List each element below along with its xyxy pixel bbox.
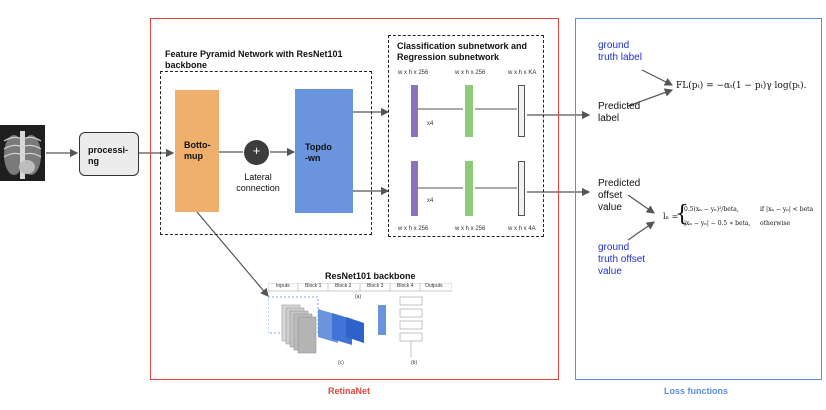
class-layer-purple (411, 85, 418, 137)
processing-label: processi- ng (88, 145, 129, 166)
backbone-stage-1: Inputs (276, 283, 290, 289)
class-layer-green (465, 85, 473, 137)
ground-truth-offset-value: ground truth offset value (598, 242, 646, 277)
smooth-l1-case2: |xₙ − yₙ| − 0.5 ∗ beta, (684, 220, 751, 227)
class-repeat: x4 (427, 121, 434, 127)
bottom-dim-3: w x h x 4A (508, 226, 536, 232)
reg-layer-green (465, 161, 473, 216)
focal-loss-formula: FL(pₜ) = −αₜ(1 − pₜ)γ log(pₜ). (676, 81, 807, 91)
smooth-l1-brace: { (675, 202, 689, 227)
backbone-caption-b: (b) (411, 360, 418, 366)
lateral-connection-label: Lateral connection (236, 172, 280, 193)
chest-xray-image (0, 125, 45, 181)
top-down-label: Topdo -wn (305, 142, 332, 163)
backbone-stage-5: Block 4 (397, 283, 414, 289)
bottom-dim-1: w x h x 256 (398, 226, 429, 232)
backbone-caption-c: (c) (338, 360, 344, 366)
backbone-figure (267, 282, 453, 369)
smooth-l1-cond1: if |xₙ − yₙ| < beta (760, 206, 814, 213)
fpn-container (160, 71, 372, 235)
smooth-l1-case1: 0.5(xₙ − yₙ)²/beta, (684, 206, 739, 213)
top-dim-1: w x h x 256 (398, 70, 429, 76)
loss-label: Loss functions (664, 386, 729, 396)
class-layer-output (518, 85, 525, 137)
backbone-stage-2: Block 1 (305, 283, 322, 289)
backbone-stage-4: Block 3 (367, 283, 384, 289)
backbone-title: ResNet101 backbone (325, 271, 416, 281)
backbone-stage-3: Block 2 (335, 283, 352, 289)
predicted-offset-value: Predicted offset value (598, 178, 641, 213)
backbone-caption-a: (a) (355, 294, 362, 300)
retinanet-label: RetinaNet (328, 386, 371, 396)
smooth-l1-cond2: otherwise (760, 220, 790, 227)
fpn-title: Feature Pyramid Network with ResNet101 b… (165, 49, 343, 70)
reg-layer-output (518, 161, 525, 216)
top-dim-2: w x h x 256 (455, 70, 486, 76)
bottom-dim-2: w x h x 256 (455, 226, 486, 232)
predicted-label: Predicted label (598, 101, 641, 124)
subnets-title: Classification subnetwork and Regression… (397, 41, 528, 62)
reg-layer-purple (411, 161, 418, 216)
bottom-up-label: Botto- mup (184, 140, 211, 161)
subnets-container (388, 35, 544, 237)
top-down-block (295, 89, 353, 213)
backbone-stage-6: Outputs (425, 283, 443, 289)
lateral-plus-node (244, 140, 269, 165)
loss-container (575, 18, 822, 380)
reg-repeat: x4 (427, 198, 434, 204)
ground-truth-label: ground truth label (598, 40, 642, 63)
plus-symbol: + (252, 143, 261, 158)
processing-box (79, 132, 139, 176)
retinanet-container (150, 18, 559, 380)
top-dim-3: w x h x KA (508, 70, 537, 76)
bottom-up-block (175, 90, 219, 212)
smooth-l1-lhs: lₙ = (663, 212, 679, 221)
